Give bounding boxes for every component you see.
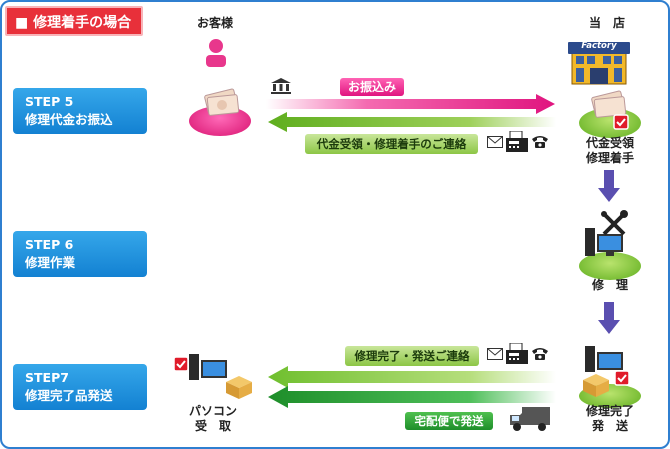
step-7-label: 修理完了品発送 [25,388,113,403]
step-5-label: 修理代金お振込 [25,112,113,127]
payment-received-label: 代金受領 修理着手 [575,136,645,166]
step-5-box: STEP 5 修理代金お振込 [13,88,147,134]
section-title: ■ 修理着手の場合 [5,6,143,36]
delivery-pill: 宅配便で発送 [405,412,493,430]
check-icon [614,370,630,386]
step-7-box: STEP7 修理完了品発送 [13,364,147,410]
computer-icon [188,352,232,392]
box-icon [224,374,254,400]
shop-label: 当 店 [588,16,625,30]
payment-received-line1: 代金受領 [585,136,634,150]
customer-label: お客様 [196,16,233,30]
receipt-notice-arrow [268,112,556,132]
complete-notice-pill: 修理完了・発送ご連絡 [345,346,479,366]
transfer-label: お振込み [340,78,404,96]
transfer-pill: お振込み [340,78,404,96]
complete-ship-line1: 修理完了 [585,404,634,418]
mail-icon [487,136,503,148]
check-icon [613,114,629,130]
step-6-number: STEP 6 [25,237,74,252]
receipt-notice-pill: 代金受領・修理着手のご連絡 [305,134,478,154]
contact-icons-2 [487,343,549,365]
tools-icon [600,210,628,238]
contact-icons-1 [487,131,549,153]
factory-icon [566,38,632,86]
money-icon [202,86,240,118]
down-arrow-icon [598,170,620,202]
payment-received-line2: 修理着手 [585,151,634,165]
computer-icon [584,344,628,388]
money-icon [589,88,627,120]
pc-receive-line1: パソコン [188,404,237,418]
fax-icon [506,343,528,364]
step-7-number: STEP7 [25,370,69,385]
person-icon [204,38,228,68]
repair-platform [579,252,641,280]
check-icon [173,356,189,372]
delivery-arrow [268,386,556,408]
mail-icon [487,348,503,360]
box-icon [581,372,611,398]
repair-label: 修 理 [591,278,628,292]
computer-icon [584,218,628,264]
truck-icon [508,405,552,433]
bank-icon [270,77,292,95]
step-6-box: STEP 6 修理作業 [13,231,147,277]
complete-notice-arrow [268,366,556,388]
fax-icon [506,131,528,152]
phone-icon [532,136,548,148]
down-arrow-icon [598,302,620,334]
pc-receive-label: パソコン 受 取 [178,404,248,434]
transfer-arrow [266,94,556,114]
step-6-label: 修理作業 [25,255,76,270]
step-5-number: STEP 5 [25,94,74,109]
complete-ship-label: 修理完了 発 送 [575,404,645,434]
factory-sign: Factory [581,41,617,51]
phone-icon [532,348,548,360]
pc-receive-line2: 受 取 [194,419,231,433]
complete-ship-line2: 発 送 [591,419,628,433]
